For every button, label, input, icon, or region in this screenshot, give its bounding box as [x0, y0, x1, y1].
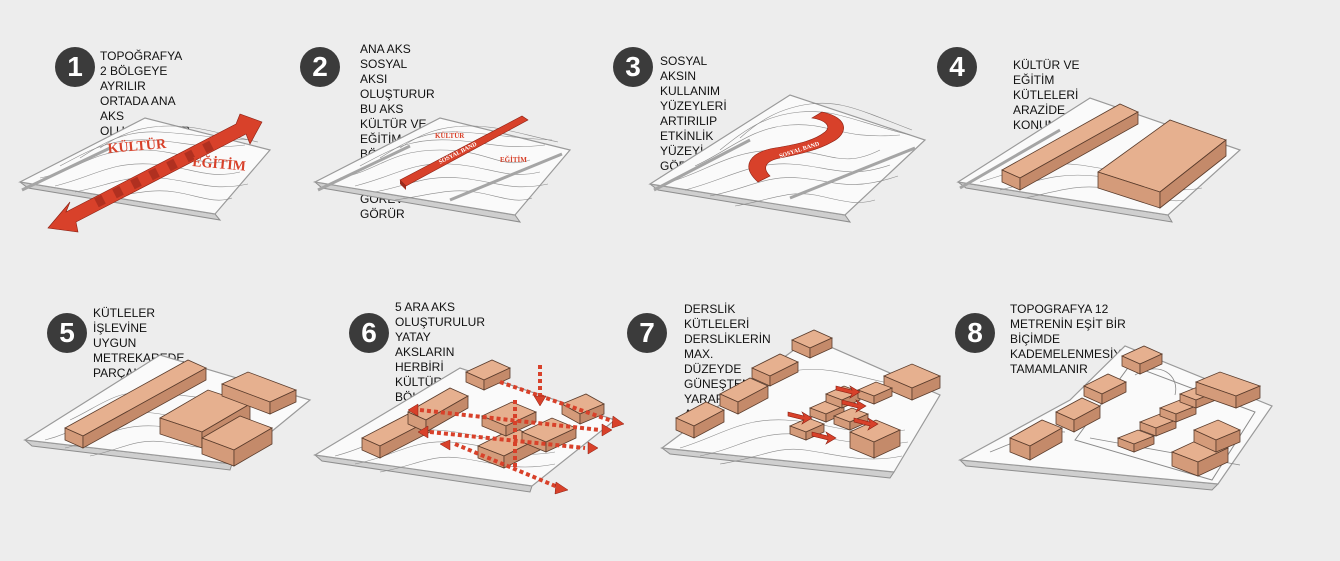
step-8-diagram: [957, 345, 1273, 491]
sunlight-shift-arrows: [787, 385, 879, 445]
culture-mass: [64, 359, 207, 449]
step-6-diagram: [313, 359, 625, 495]
education-mass-block-b: [201, 415, 273, 467]
main-axis-arrow: [47, 113, 263, 233]
step-4-diagram: [956, 97, 1242, 223]
zone-label-kultur: KÜLTÜR: [435, 132, 465, 140]
step-1-diagram: KÜLTÜR EĞİTİM: [18, 113, 272, 233]
step-7-diagram: [660, 329, 942, 479]
education-mass-block-c: [220, 371, 298, 415]
step-3-diagram: SOSYAL BAND: [648, 94, 927, 223]
culture-masses: [675, 329, 833, 439]
step-number-badge: 2: [300, 47, 340, 87]
step-number-badge: 5: [47, 313, 87, 353]
zone-label-egitim: EĞİTİM: [500, 156, 527, 164]
zone-label-kultur: KÜLTÜR: [107, 135, 168, 157]
culture-mass: [1001, 103, 1139, 191]
education-mass: [1097, 119, 1227, 209]
step-number-badge: 7: [627, 313, 667, 353]
secondary-axis-arrows: [407, 365, 625, 495]
step-number-badge: 4: [937, 47, 977, 87]
step-number-badge: 6: [349, 313, 389, 353]
zone-label-egitim: EĞİTİM: [192, 153, 247, 175]
culture-masses: [1009, 345, 1163, 461]
step-number-badge: 3: [613, 47, 653, 87]
step-caption: TOPOGRAFYA 12 METRENİN EŞİT BİR BİÇİMDE …: [1010, 302, 1137, 376]
step-number-badge: 8: [955, 313, 995, 353]
step-2-diagram: SOSYAL BAND KÜLTÜR EĞİTİM: [313, 115, 572, 223]
step-5-diagram: [23, 354, 312, 471]
education-masses: [1116, 371, 1262, 477]
step-number-badge: 1: [55, 47, 95, 87]
